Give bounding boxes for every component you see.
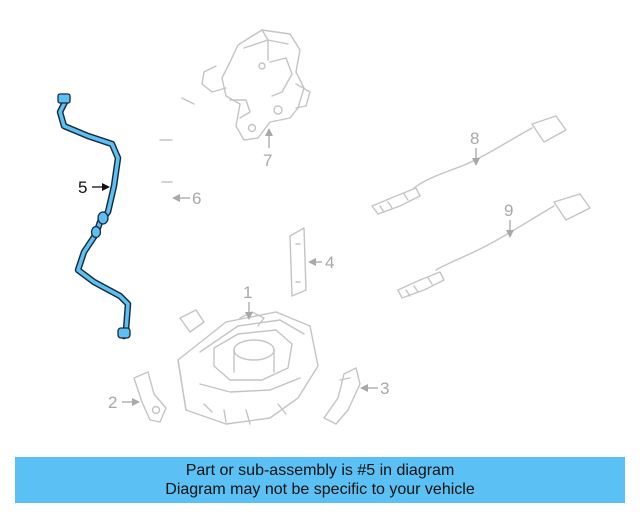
parts-diagram: 1 2 3 4 5 6 7 8 9: [56, 29, 591, 425]
callout-2: 2: [108, 393, 140, 412]
part-4-bracket: [289, 227, 307, 297]
svg-text:6: 6: [192, 189, 201, 208]
svg-text:2: 2: [108, 393, 117, 412]
svg-text:3: 3: [380, 379, 389, 398]
callout-9: 9: [504, 201, 514, 238]
svg-text:5: 5: [78, 178, 87, 197]
callout-4: 4: [308, 253, 334, 272]
part-2-bracket: [133, 371, 167, 423]
info-banner: Part or sub-assembly is #5 in diagram Di…: [15, 457, 625, 503]
callout-3: 3: [360, 379, 389, 398]
part-3-bracket: [323, 367, 361, 425]
part-8-oxygen-sensor: [371, 115, 567, 215]
part-5-tube-highlighted[interactable]: [56, 93, 132, 340]
svg-text:1: 1: [243, 283, 252, 302]
callout-6: 6: [172, 189, 201, 208]
svg-text:8: 8: [470, 129, 479, 148]
svg-text:9: 9: [504, 201, 513, 220]
svg-text:4: 4: [325, 253, 334, 272]
callout-7: 7: [263, 128, 273, 170]
banner-line-disclaimer: Diagram may not be specific to your vehi…: [165, 481, 475, 498]
part-7-valve-bracket: [201, 29, 311, 141]
part-9-oxygen-sensor: [397, 193, 591, 299]
part-6-hose: [159, 97, 205, 333]
callout-8: 8: [470, 129, 480, 166]
callout-1: 1: [243, 283, 253, 320]
callout-5: 5: [78, 178, 110, 197]
banner-line-part-number: Part or sub-assembly is #5 in diagram: [185, 462, 455, 479]
svg-text:7: 7: [263, 151, 272, 170]
part-1-canister: [177, 311, 319, 425]
